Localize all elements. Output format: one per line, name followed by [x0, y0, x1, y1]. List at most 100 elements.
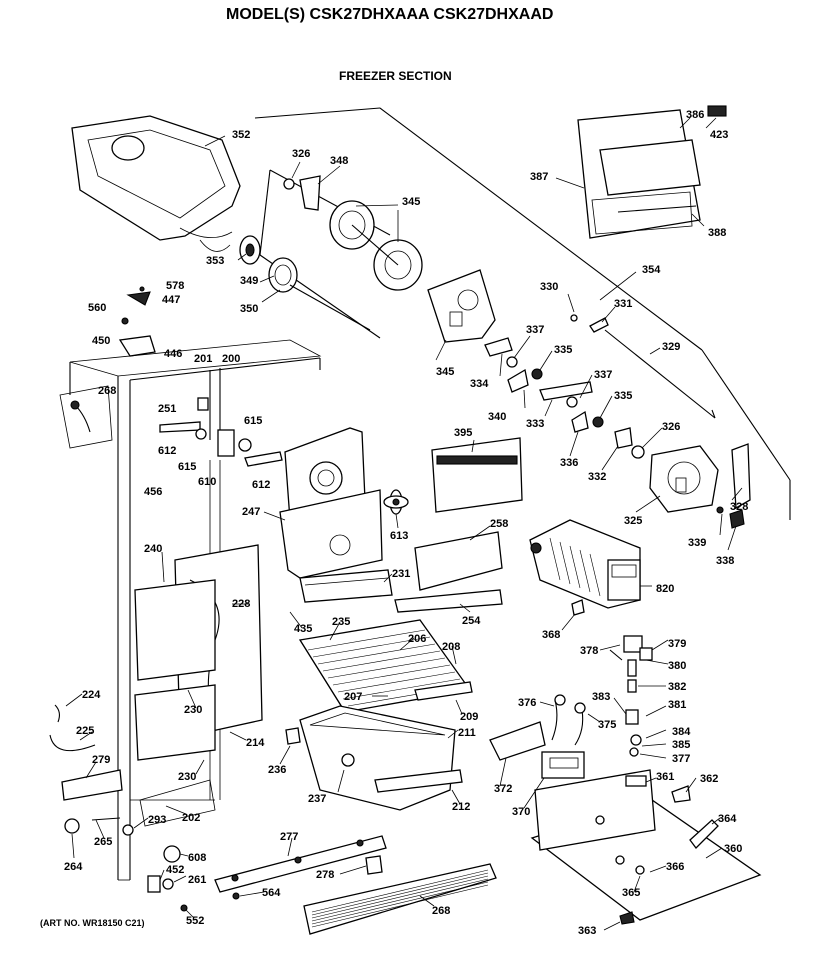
callout-254: 254	[462, 615, 481, 627]
callout-446: 446	[164, 348, 182, 360]
callout-336: 336	[560, 457, 578, 469]
callout-385: 385	[672, 739, 690, 751]
callout-360: 360	[724, 843, 742, 855]
callout-613: 613	[390, 530, 408, 542]
callout-450: 450	[92, 335, 110, 347]
callout-labels: 352 326 348 345 353 349 350 578 447 560 …	[64, 109, 748, 937]
callout-329: 329	[662, 341, 680, 353]
callout-237: 237	[308, 793, 326, 805]
base-pan-360	[530, 769, 762, 925]
callout-610: 610	[198, 476, 216, 488]
callout-447: 447	[162, 294, 180, 306]
fan-blade-613	[383, 489, 409, 515]
callout-384: 384	[672, 726, 691, 738]
callout-202: 202	[182, 812, 200, 824]
callout-200: 200	[222, 353, 240, 365]
callout-365: 365	[622, 887, 640, 899]
callout-264: 264	[64, 861, 83, 873]
callout-247: 247	[242, 506, 260, 518]
callout-354: 354	[642, 264, 661, 276]
callout-345: 345	[436, 366, 454, 378]
callout-612: 612	[158, 445, 176, 457]
callout-366: 366	[666, 861, 684, 873]
callout-228: 228	[232, 598, 250, 610]
callout-328: 328	[730, 501, 748, 513]
callout-615: 615	[244, 415, 262, 427]
callout-578: 578	[166, 280, 184, 292]
callout-224: 224	[82, 689, 101, 701]
callout-353: 353	[206, 255, 224, 267]
callout-278: 278	[316, 869, 334, 881]
callout-383: 383	[592, 691, 610, 703]
callout-386: 386	[686, 109, 704, 121]
callout-378: 378	[580, 645, 598, 657]
callout-352: 352	[232, 129, 250, 141]
bottom-parts	[147, 835, 497, 935]
callout-240: 240	[144, 543, 162, 555]
ice-pan-211	[285, 705, 463, 811]
callout-333: 333	[526, 418, 544, 430]
callout-235: 235	[332, 616, 350, 628]
ice-bucket-352	[71, 115, 241, 241]
callout-615: 615	[178, 461, 196, 473]
callout-361: 361	[656, 771, 674, 783]
callout-348: 348	[330, 155, 348, 167]
callout-560: 560	[88, 302, 106, 314]
callout-435: 435	[294, 623, 312, 635]
callout-423: 423	[710, 129, 728, 141]
callout-225: 225	[76, 725, 94, 737]
callout-230: 230	[178, 771, 196, 783]
crusher-blades	[283, 175, 423, 291]
art-number: (ART NO. WR18150 C21)	[40, 918, 145, 928]
auger-parts	[199, 235, 371, 331]
callout-380: 380	[668, 660, 686, 672]
callout-387: 387	[530, 171, 548, 183]
callout-230: 230	[184, 704, 202, 716]
callout-337: 337	[526, 324, 544, 336]
callout-395: 395	[454, 427, 472, 439]
defrost-heater	[134, 579, 216, 761]
callout-208: 208	[442, 641, 460, 653]
callout-214: 214	[246, 737, 265, 749]
section-title: FREEZER SECTION	[339, 69, 452, 83]
control-board-395	[431, 437, 523, 513]
callout-349: 349	[240, 275, 258, 287]
callout-206: 206	[408, 633, 426, 645]
callout-330: 330	[540, 281, 558, 293]
callout-207: 207	[344, 691, 362, 703]
callout-268: 268	[432, 905, 450, 917]
valve-parts	[571, 599, 653, 757]
callout-338: 338	[716, 555, 734, 567]
callout-368: 368	[542, 629, 560, 641]
callout-552: 552	[186, 915, 204, 927]
left-lower-parts	[49, 704, 216, 836]
thermostat-parts	[159, 397, 283, 467]
callout-325: 325	[624, 515, 642, 527]
callout-212: 212	[452, 801, 470, 813]
housing-plate-345	[427, 269, 496, 343]
callout-277: 277	[280, 831, 298, 843]
callout-564: 564	[262, 887, 281, 899]
model-title: MODEL(S) CSK27DHXAAA CSK27DHXAAD	[226, 6, 553, 23]
callout-375: 375	[598, 719, 616, 731]
callout-335: 335	[614, 390, 632, 402]
callout-258: 258	[490, 518, 508, 530]
callout-236: 236	[268, 764, 286, 776]
dispenser-frame-387	[577, 105, 727, 239]
callout-339: 339	[688, 537, 706, 549]
callout-335: 335	[554, 344, 572, 356]
callout-268: 268	[98, 385, 116, 397]
callout-211: 211	[458, 727, 476, 739]
drawer-front-258	[394, 531, 503, 613]
callout-279: 279	[92, 754, 110, 766]
callout-345: 345	[402, 196, 420, 208]
callout-364: 364	[718, 813, 737, 825]
callout-381: 381	[668, 699, 686, 711]
callout-370: 370	[512, 806, 530, 818]
callout-820: 820	[656, 583, 674, 595]
leader-lines	[65, 117, 743, 931]
callout-265: 265	[94, 836, 112, 848]
callout-337: 337	[594, 369, 612, 381]
callout-332: 332	[588, 471, 606, 483]
